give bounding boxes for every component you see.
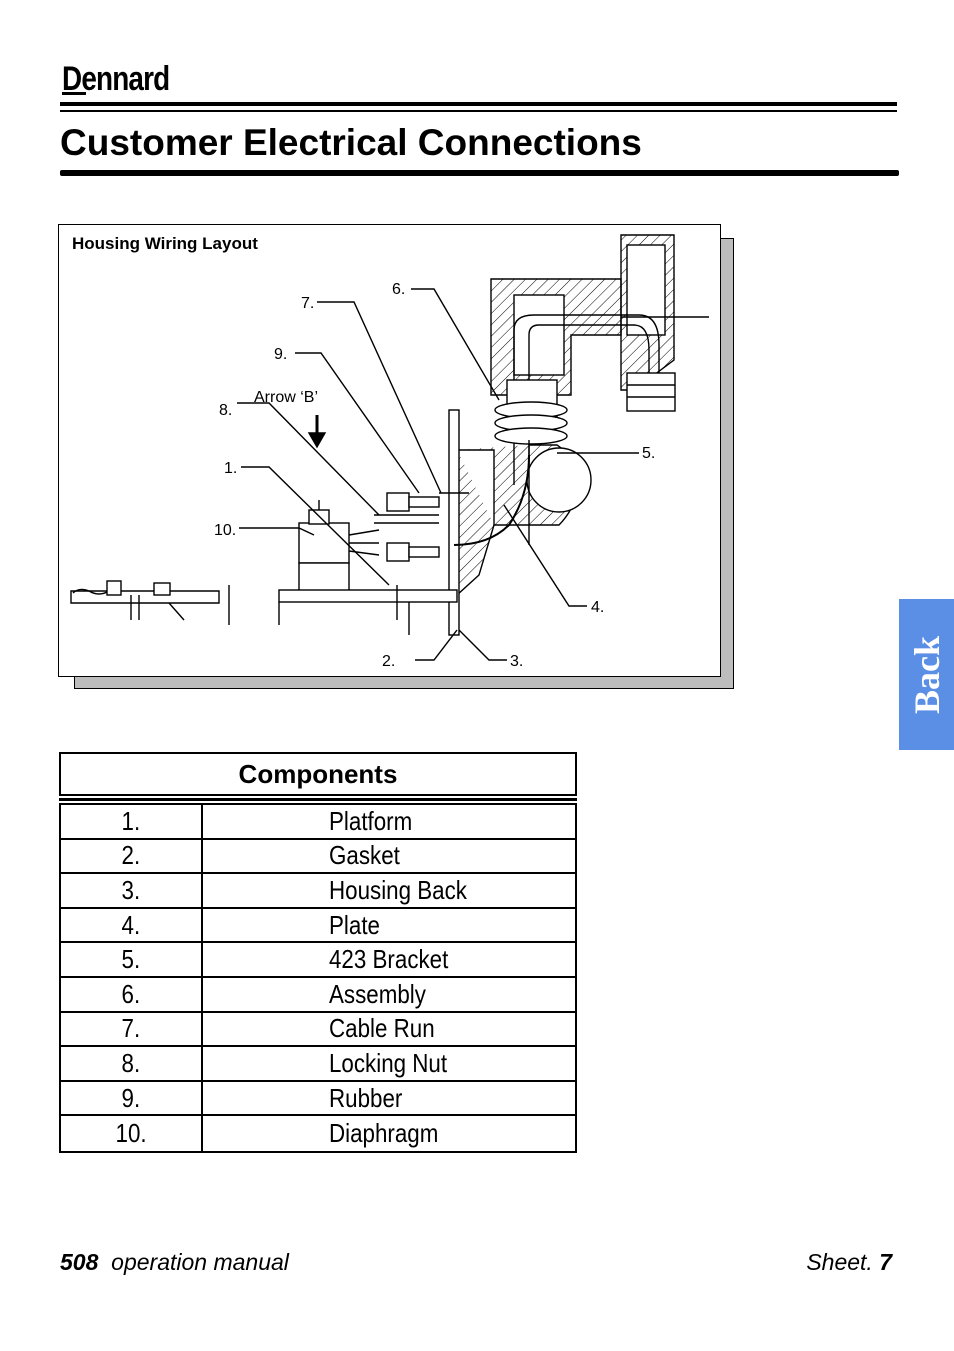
wiring-figure: Housing Wiring Layout (58, 224, 721, 677)
component-number: 4. (121, 909, 141, 940)
component-name: Cable Run (329, 1013, 435, 1044)
component-number: 2. (121, 840, 141, 871)
component-number: 1. (121, 805, 141, 836)
title-rule (60, 170, 899, 176)
callout-7: 7. (301, 295, 314, 312)
table-row: 5. 423 Bracket (61, 943, 575, 978)
component-number: 7. (121, 1013, 141, 1044)
logo-underline (62, 92, 86, 95)
back-label: Back (906, 635, 947, 714)
component-number: 10. (115, 1118, 147, 1149)
table-row: 4. Plate (61, 908, 575, 944)
component-number: 3. (121, 874, 141, 905)
callout-4: 4. (591, 599, 604, 616)
footer-sheet: Sheet. 7 (806, 1249, 892, 1276)
component-name: Locking Nut (329, 1047, 448, 1078)
callout-8: 8. (219, 402, 232, 419)
table-row: 2. Gasket (61, 839, 575, 875)
component-name: Housing Back (329, 874, 467, 905)
callout-2: 2. (382, 653, 395, 670)
component-name: Plate (329, 909, 380, 940)
callout-10: 10. (214, 522, 236, 539)
footer-doc: operation manual (111, 1249, 289, 1275)
component-number: 9. (121, 1082, 141, 1113)
table-row: 8. Locking Nut (61, 1047, 575, 1082)
component-number: 8. (121, 1047, 141, 1078)
sheet-label: Sheet. (806, 1249, 873, 1275)
conduit (513, 314, 660, 485)
callout-3: 3. (510, 653, 523, 670)
header-rule-thick (60, 102, 897, 106)
callout-5: 5. (642, 445, 655, 462)
component-number: 5. (121, 944, 141, 975)
footer-model: 508 (60, 1249, 99, 1275)
housing-back (456, 450, 495, 597)
page-title: Customer Electrical Connections (60, 122, 642, 163)
brand-logo: Dennard (62, 60, 170, 98)
header-rule-thin (60, 110, 897, 112)
diaphragm (298, 522, 350, 564)
table-row: 3. Housing Back (61, 874, 575, 909)
figure-title: Housing Wiring Layout (72, 234, 258, 253)
component-number: 6. (121, 978, 141, 1009)
back-button[interactable]: Back (899, 599, 954, 750)
component-name: 423 Bracket (329, 944, 449, 975)
table-row: 6. Assembly (61, 977, 575, 1013)
table-row: 10. Diaphragm (61, 1116, 575, 1151)
callout-9: 9. (274, 346, 287, 363)
components-table: 1. Platform 2. Gasket 3. Housing Back 4. Pla… (59, 803, 577, 1153)
callout-6: 6. (392, 281, 405, 298)
sheet-number: 7 (879, 1249, 892, 1275)
platform (278, 589, 458, 603)
callout-1: 1. (224, 460, 237, 477)
arrow-label: Arrow ‘B’ (254, 389, 318, 406)
components-heading: Components (59, 752, 577, 796)
wiring-diagram: Arrow ‘B’ 1. 2. 3. 4. 5. 6. 7. 8. 9. 10. (70, 234, 709, 670)
component-name: Gasket (329, 840, 400, 871)
components-rule (59, 798, 577, 801)
table-row: 9. Rubber (61, 1081, 575, 1117)
component-name: Rubber (329, 1082, 403, 1113)
table-row: 1. Platform (61, 805, 575, 840)
table-row: 7. Cable Run (61, 1012, 575, 1048)
component-name: Diaphragm (329, 1118, 439, 1149)
component-name: Assembly (329, 978, 426, 1009)
component-name: Platform (329, 805, 413, 836)
footer-manual: 508 operation manual (60, 1249, 289, 1276)
